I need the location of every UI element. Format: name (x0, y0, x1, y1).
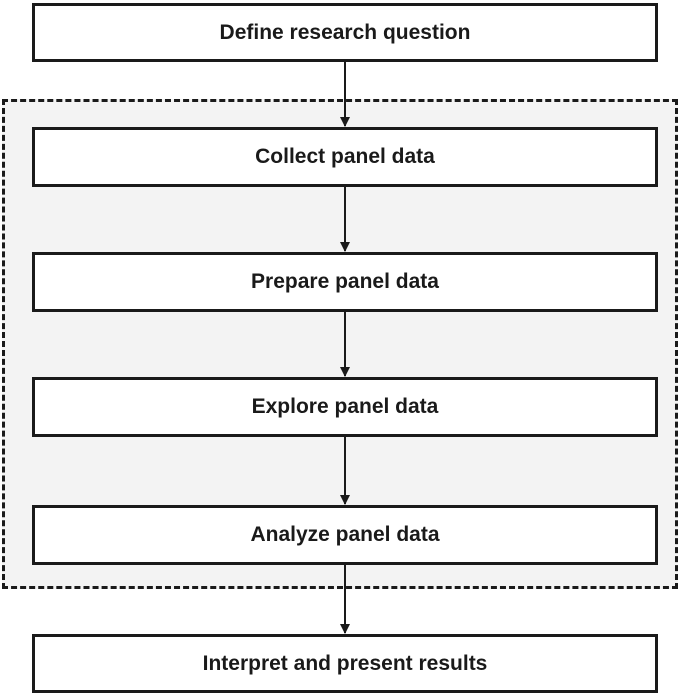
step-label: Interpret and present results (202, 651, 488, 675)
step-analyze-panel-data: Analyze panel data (32, 505, 658, 565)
step-label: Define research question (219, 20, 471, 44)
step-prepare-panel-data: Prepare panel data (32, 252, 658, 312)
step-define-research-question: Define research question (32, 3, 658, 62)
step-label: Explore panel data (251, 395, 439, 418)
step-interpret-and-present-results: Interpret and present results (32, 634, 658, 693)
step-label: Collect panel data (255, 145, 435, 168)
step-label: Prepare panel data (251, 270, 439, 293)
step-collect-panel-data: Collect panel data (32, 127, 658, 187)
step-explore-panel-data: Explore panel data (32, 377, 658, 437)
step-label: Analyze panel data (250, 523, 440, 546)
